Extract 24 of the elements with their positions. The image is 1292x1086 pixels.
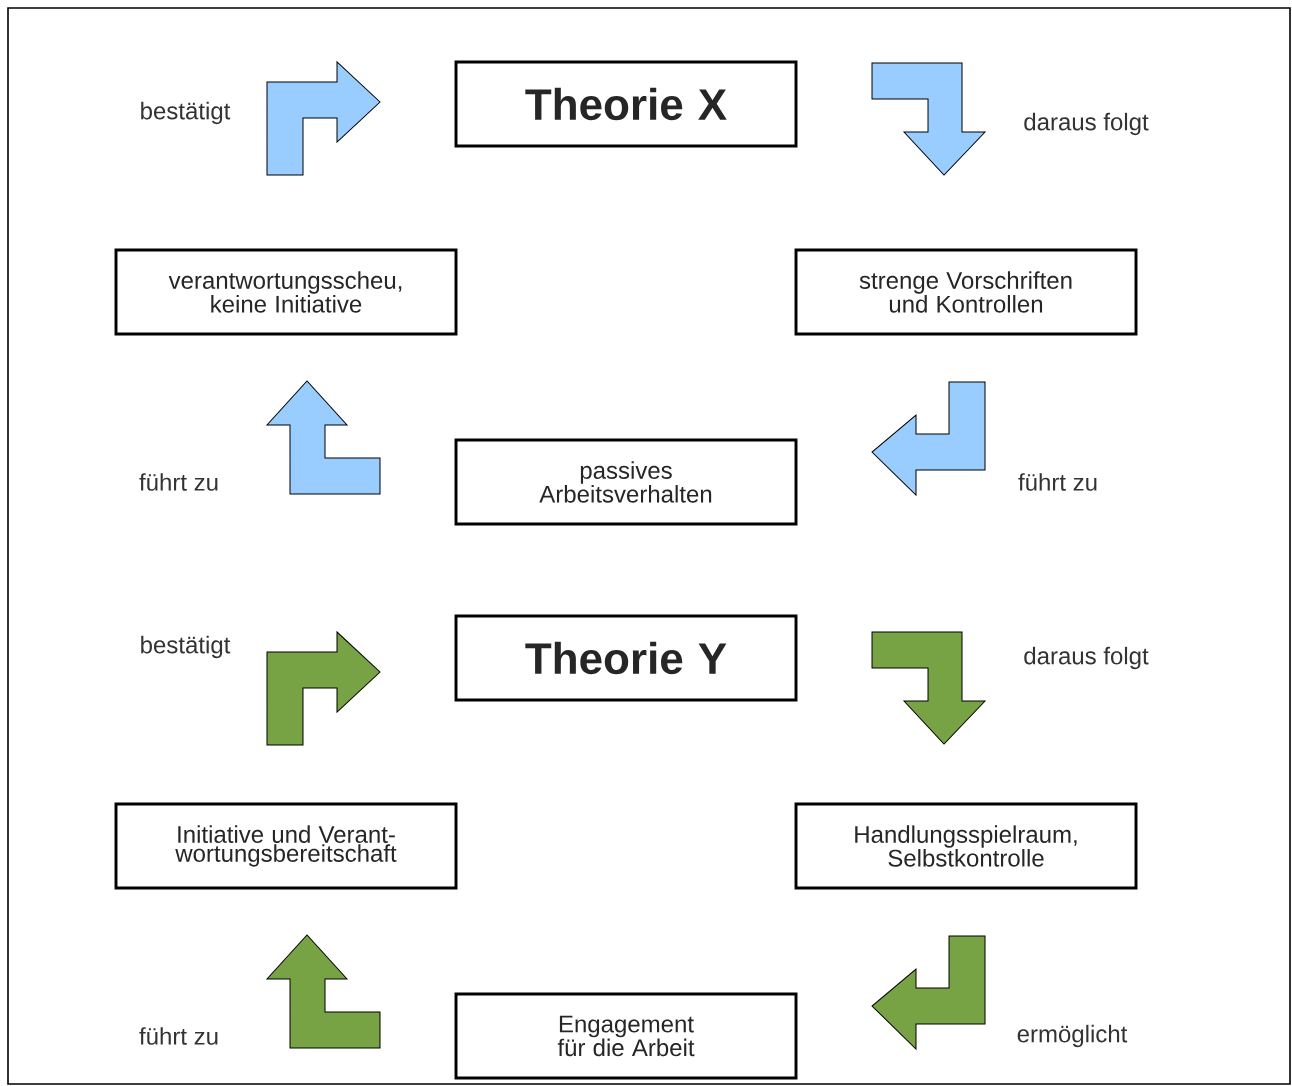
bent-arrow (266, 61, 381, 176)
text-box: Handlungsspielraum, Selbstkontrolle (794, 802, 1138, 890)
bent-arrow (266, 631, 381, 746)
edge-label: ermöglicht (1017, 1024, 1128, 1048)
edge-label: führt zu (139, 1027, 218, 1045)
text-box: Initiative und Verant- wortungsbereitschaft (114, 802, 458, 890)
text-box: passives Arbeitsverhalten (454, 438, 798, 526)
bent-arrow (871, 62, 986, 176)
bent-arrow (266, 380, 381, 495)
text-box: verantwortungsscheu, keine Initiative (114, 248, 458, 336)
edge-label: bestätigt (141, 635, 231, 659)
edge-label: bestätigt (141, 101, 231, 125)
text-box: Engagement für die Arbeit (454, 992, 798, 1080)
edge-label: daraus folgt (1024, 646, 1149, 670)
bent-arrow (871, 381, 986, 496)
bent-arrow (871, 631, 986, 745)
edge-label: daraus folgt (1024, 112, 1149, 136)
title-box: Theorie Y (454, 614, 798, 702)
bent-arrow (266, 934, 381, 1049)
bent-arrow (871, 935, 986, 1050)
edge-label: führt zu (1018, 473, 1097, 491)
title-box: Theorie X (454, 60, 798, 148)
edge-label: führt zu (139, 473, 218, 491)
text-box: strenge Vorschriften und Kontrollen (794, 248, 1138, 336)
